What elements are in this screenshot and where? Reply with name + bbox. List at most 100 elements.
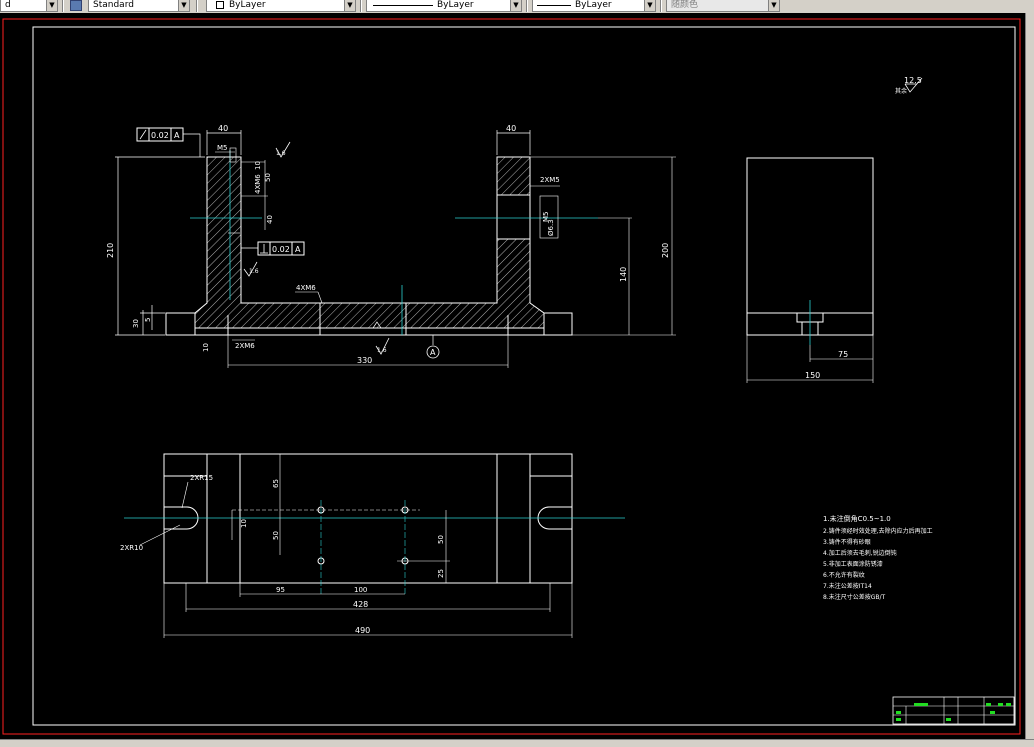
dim-2xr15: 2XR15 [190, 474, 213, 482]
technical-notes: 1.未注倒角C0.5~1.0 2.铸件须经时效处理,去除内应力后再加工 3.铸件… [823, 514, 933, 601]
title-block [892, 696, 1015, 725]
linetype-value: ByLayer [437, 0, 474, 10]
drawing-canvas[interactable]: 12.5 其余 40 40 0.02 A [0, 13, 1025, 739]
dim-50-right: 50 [437, 535, 445, 544]
thread-4xm6-bottom: 4XM6 [296, 284, 316, 292]
layer-select[interactable]: ByLayer ▼ [206, 0, 356, 12]
note-1: 1.未注倒角C0.5~1.0 [823, 514, 891, 523]
front-left-foot [165, 312, 196, 336]
roughness-value: 12.5 [904, 76, 922, 85]
dim-40-vertical: 40 [266, 215, 274, 224]
dim-100: 100 [354, 586, 367, 594]
dim-490: 490 [355, 626, 370, 635]
lineweight-select[interactable]: ByLayer ▼ [532, 0, 656, 12]
top-view-outline [163, 453, 573, 584]
color-swatch-icon [216, 1, 224, 9]
front-view-hatched-section [194, 156, 545, 329]
text-style-value: Standard [93, 0, 134, 10]
lineweight-preview-icon [537, 5, 571, 6]
dim-50: 50 [264, 173, 272, 182]
toolbar-separator [526, 0, 528, 12]
dim-75: 75 [838, 350, 848, 359]
thread-2xm6: 2XM6 [235, 342, 255, 350]
note-7: 7.未注公差按IT14 [823, 582, 872, 590]
chevron-down-icon[interactable]: ▼ [644, 0, 655, 11]
vertical-scrollbar[interactable] [1025, 13, 1034, 739]
note-4: 4.加工后须去毛刺,锐边倒钝 [823, 549, 897, 557]
dim-25: 25 [437, 569, 445, 578]
dim-5: 5 [144, 318, 152, 322]
dim-40-right: 40 [506, 124, 516, 133]
datum-a-label: A [430, 348, 436, 357]
dim-95: 95 [276, 586, 285, 594]
layer-value: ByLayer [229, 0, 266, 10]
lineweight-value: ByLayer [575, 0, 612, 10]
note-5: 5.非加工表面涂防锈漆 [823, 560, 883, 568]
roughness-1-value: 1.6 [276, 150, 286, 157]
thread-2xm5: 2XM5 [540, 176, 560, 184]
flatness-tolerance-frame: 0.02 A [136, 127, 201, 157]
dim-phi6: Ø6.3 [547, 219, 555, 236]
dim-210: 210 [106, 243, 115, 258]
chevron-down-icon[interactable]: ▼ [510, 0, 521, 11]
perpendicularity-tolerance-frame: 0.02 A [241, 241, 305, 256]
dim-140: 140 [619, 267, 628, 282]
chevron-down-icon[interactable]: ▼ [768, 0, 779, 11]
datum-a-symbol: A [426, 335, 440, 359]
sheet-outer-border [2, 18, 1021, 735]
dim-2xr10: 2XR10 [120, 544, 143, 552]
first-combo-value: d [5, 0, 11, 10]
note-6: 6.不允许有裂纹 [823, 571, 865, 579]
linetype-select[interactable]: ByLayer ▼ [366, 0, 522, 12]
thread-m5: M5 [217, 144, 228, 152]
roughness-3-value: 1.6 [377, 347, 387, 354]
front-right-foot [543, 312, 573, 336]
thread-m5-right: M5 [542, 212, 550, 223]
roughness-symbol-general: 12.5 其余 [895, 76, 923, 95]
dim-150: 150 [805, 371, 820, 380]
cad-drawing: 12.5 其余 40 40 0.02 A [2, 18, 1021, 735]
toolbar-separator [196, 0, 198, 12]
roughness-symbol-2: 1.6 [243, 261, 259, 277]
side-view: 150 75 [746, 157, 874, 383]
dim-428: 428 [353, 600, 368, 609]
dim-65: 65 [272, 479, 280, 488]
roughness-2-value: 1.6 [249, 268, 259, 275]
text-style-select[interactable]: Standard ▼ [88, 0, 190, 12]
roughness-prefix: 其余 [895, 87, 907, 95]
note-3: 3.铸件不得有砂眼 [823, 538, 871, 546]
horizontal-scrollbar[interactable] [0, 739, 1034, 747]
dim-10-top: 10 [240, 519, 248, 528]
chevron-down-icon[interactable]: ▼ [46, 0, 57, 11]
properties-toolbar: d ▼ Standard ▼ ByLayer ▼ ByLayer ▼ ByLay… [0, 0, 1034, 14]
thread-4xm6: 4XM6 [254, 174, 262, 194]
perpendicularity-datum: A [295, 245, 301, 254]
toolbar-separator [660, 0, 662, 12]
sheet-inner-border [32, 26, 1016, 726]
roughness-symbol-1: 1.6 [275, 141, 291, 158]
text-style-icon[interactable] [70, 0, 82, 11]
note-8: 8.未注尺寸公差按GB/T [823, 593, 886, 601]
perpendicularity-value: 0.02 [272, 245, 290, 254]
toolbar-separator [360, 0, 362, 12]
chevron-down-icon[interactable]: ▼ [344, 0, 355, 11]
dim-10-bottom: 10 [202, 343, 210, 352]
dim-30: 30 [132, 319, 140, 328]
first-combo[interactable]: d ▼ [0, 0, 58, 12]
toolbar-separator [62, 0, 64, 12]
color-select[interactable]: 随颜色 ▼ [666, 0, 780, 12]
dim-330: 330 [357, 356, 372, 365]
dim-50-left: 50 [272, 531, 280, 540]
chevron-down-icon[interactable]: ▼ [178, 0, 189, 11]
flatness-value: 0.02 [151, 131, 169, 140]
front-view: 40 40 0.02 A 210 30 5 M5 10 50 4XM6 40 [106, 124, 676, 368]
roughness-symbol-3: 1.6 [375, 337, 390, 355]
dim-10: 10 [254, 161, 262, 170]
dim-40-left: 40 [218, 124, 228, 133]
dim-200: 200 [661, 243, 670, 258]
top-view: 2XR15 2XR10 65 50 10 50 25 95 100 428 49… [120, 453, 625, 638]
color-value: 随颜色 [671, 0, 699, 10]
note-2: 2.铸件须经时效处理,去除内应力后再加工 [823, 527, 933, 535]
flatness-datum: A [174, 131, 180, 140]
linetype-preview-icon [373, 5, 433, 6]
